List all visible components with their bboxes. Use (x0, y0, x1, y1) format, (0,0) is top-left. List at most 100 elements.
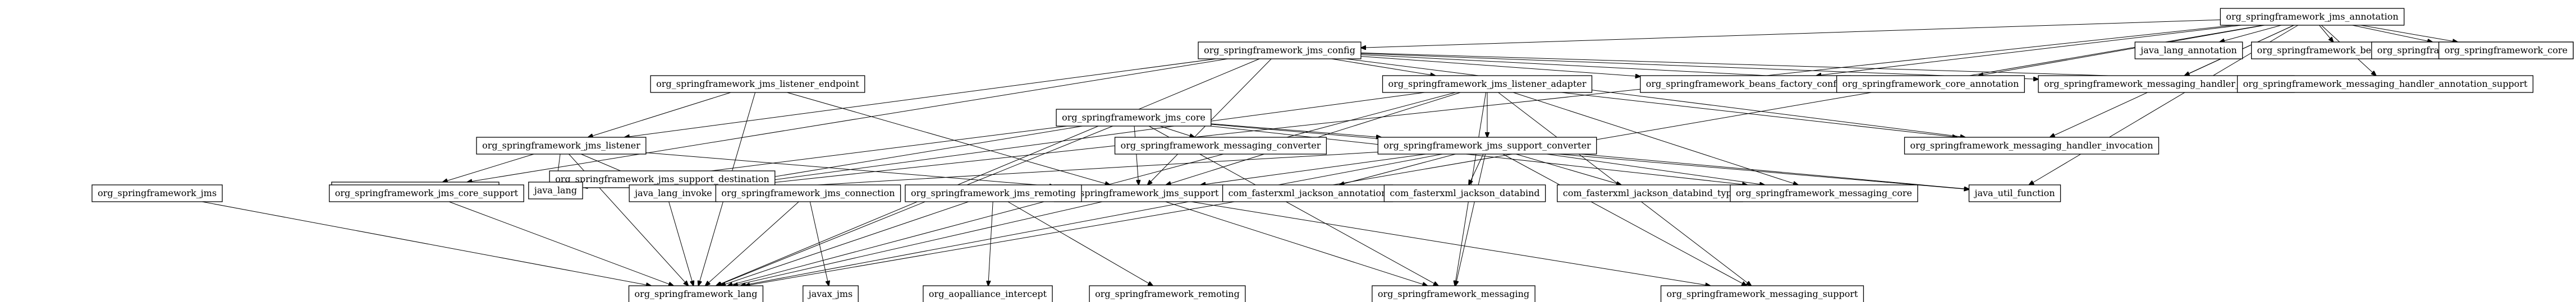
package-label: org_springframework_jms_config (1204, 45, 1355, 55)
package-node-jackson-annotation: com_fasterxml_jackson_annotation (1222, 184, 1394, 202)
dependency-edge-jms-to-lang (201, 201, 651, 286)
package-node-jms-listener: org_springframework_jms_listener (476, 137, 647, 155)
package-label: org_springframework_messaging_support (1667, 289, 1859, 299)
package-node-core-support: org_springframework_jms_core_support (329, 184, 524, 202)
package-node-messaging-core: org_springframework_messaging_core (1730, 184, 1918, 202)
dependency-edge-support-converter-to-messaging-support (1502, 154, 1747, 286)
package-box (1836, 75, 2025, 93)
package-label: java_lang_annotation (2139, 45, 2237, 55)
package-node-java-lang-annotation: java_lang_annotation (2134, 41, 2243, 59)
dependency-edge-annotation-to-java-lang-annotation (2220, 25, 2282, 42)
package-label: java_lang (533, 185, 577, 196)
package-label: org_springframework_jms_core (1062, 112, 1206, 123)
dependency-edge-jms-listener-to-jms-support (645, 152, 1055, 186)
package-label: org_springframework_messaging_handler_in… (1910, 140, 2153, 151)
package-box (715, 184, 901, 202)
dependency-edge-connection-to-javax-jms (809, 201, 828, 286)
package-label: org_springframework_lang (635, 289, 758, 299)
package-label: org_springframework_jms_support_destinat… (555, 174, 769, 184)
dependency-edge-support-converter-to-messaging-core (1546, 154, 1764, 185)
package-box (923, 285, 1053, 302)
package-box (1660, 285, 1864, 302)
package-box (905, 184, 1082, 202)
dependency-edge-config-to-lang (716, 58, 1260, 286)
package-box (2438, 41, 2574, 59)
package-label: org_springframework_jms_support_converte… (1383, 140, 1591, 151)
package-box (1968, 184, 2061, 202)
dependency-edge-jms-core-to-java-util-function (1211, 124, 1969, 189)
package-box (91, 184, 223, 202)
package-box (528, 182, 583, 199)
package-label: org_springframework_jms_annotation (2226, 11, 2398, 22)
dependency-edge-jms-core-to-lang (717, 126, 1113, 286)
package-label: java_util_function (1973, 188, 2055, 198)
dependency-edge-jms-listener-to-util-backoff (443, 154, 534, 182)
dependency-edge-config-to-messaging-handler-annotation-support (1360, 52, 2238, 80)
dependency-edges (201, 19, 2458, 286)
dependency-edge-annotation-to-beans-factory (2319, 25, 2334, 42)
package-node-messaging-converter: org_springframework_messaging_converter (1114, 137, 1327, 155)
package-box (1198, 41, 1362, 59)
package-node-connection: org_springframework_jms_connection (715, 184, 901, 202)
package-box (1383, 184, 1546, 202)
package-node-aopalliance-intercept: org_aopalliance_intercept (923, 285, 1053, 302)
package-box (329, 184, 524, 202)
dependency-edge-support-converter-to-java-lang-invoke (718, 151, 1378, 191)
dependency-edge-config-to-messaging-handler-invocation (1346, 58, 1965, 137)
package-box (1377, 137, 1597, 155)
package-box (628, 285, 764, 302)
dependency-edge-support-converter-to-jackson-databind (1469, 154, 1484, 185)
package-node-annotation: org_springframework_jms_annotation (2220, 8, 2405, 26)
dependency-edge-remoting-to-aopalliance-intercept (988, 201, 993, 286)
package-label: java_lang_invoke (634, 188, 712, 198)
dependency-edge-support-converter-to-java-util-function (1580, 154, 1969, 189)
dependency-edge-config-to-listener-adapter (1331, 58, 1436, 76)
package-label: org_springframework_jms (98, 188, 217, 198)
dependency-edge-config-to-messaging-handler-annotation (1360, 53, 2038, 80)
package-node-remoting: org_springframework_jms_remoting (905, 184, 1082, 202)
dependency-edge-annotation-to-lang (745, 25, 2263, 286)
package-box (1089, 285, 1246, 302)
dependency-edge-annotation-to-beans-factory-config (1816, 25, 2242, 76)
package-node-config: org_springframework_jms_config (1198, 41, 1362, 59)
dependency-edge-jms-support-to-messaging (1165, 201, 1428, 286)
dependency-edge-listener-endpoint-to-jms-support (787, 92, 1110, 185)
package-label: org_springframework_messaging_converter (1121, 140, 1321, 151)
package-label: org_springframework_messaging (1378, 289, 1529, 299)
package-label: org_springframework_beans_factory_config (1646, 78, 1845, 89)
package-node-jackson-databind: com_fasterxml_jackson_databind (1383, 184, 1546, 202)
package-box (1382, 75, 1593, 93)
package-node-javax-jms: javax_jms (803, 285, 859, 302)
package-node-remoting-pkg: org_springframework_remoting (1089, 285, 1246, 302)
package-node-jms: org_springframework_jms (91, 184, 223, 202)
dependency-edge-config-to-core-annotation (1360, 54, 1837, 79)
package-label: org_springframework_messaging_handler_an… (2243, 78, 2528, 89)
dependency-edge-support-converter-to-jms-support (1200, 154, 1426, 185)
package-label: org_springframework_jms_listener_adapter (1388, 78, 1587, 89)
package-box (1730, 184, 1918, 202)
dependency-edge-config-to-jms-listener (625, 58, 1217, 137)
package-label: org_aopalliance_intercept (929, 289, 1047, 299)
dependency-edge-listener-adapter-to-java-lang-invoke (718, 92, 1425, 187)
dependency-edge-support-converter-to-jackson-annotation (1339, 154, 1456, 185)
package-node-listener-adapter: org_springframework_jms_listener_adapter (1382, 75, 1593, 93)
package-label: org_springframework_jms_connection (721, 188, 895, 198)
dependency-edge-support-converter-to-jackson-databind-type (1516, 154, 1621, 185)
package-node-support-converter: org_springframework_jms_support_converte… (1377, 137, 1597, 155)
dependency-edge-jms-support-to-messaging-support (1191, 201, 1711, 286)
package-node-jms-support: org_springframework_jms_support (1053, 184, 1225, 202)
package-label: org_springframework_core_annotation (1842, 78, 2019, 89)
package-box (1640, 75, 1851, 93)
package-box (803, 285, 859, 302)
package-box (1056, 109, 1212, 127)
package-box (1372, 285, 1535, 302)
package-node-lang: org_springframework_lang (628, 285, 764, 302)
dependency-edge-support-converter-to-lang (741, 154, 1443, 286)
package-box (1904, 137, 2160, 155)
package-node-beans-factory-config: org_springframework_beans_factory_config (1640, 75, 1851, 93)
package-label: org_springframework_messaging_core (1736, 188, 1912, 198)
dependency-edge-listener-adapter-to-messaging-handler-invocation (1561, 92, 1957, 137)
package-node-java-lang: java_lang (528, 182, 583, 199)
dependency-edge-config-to-util-backoff (467, 58, 1228, 182)
